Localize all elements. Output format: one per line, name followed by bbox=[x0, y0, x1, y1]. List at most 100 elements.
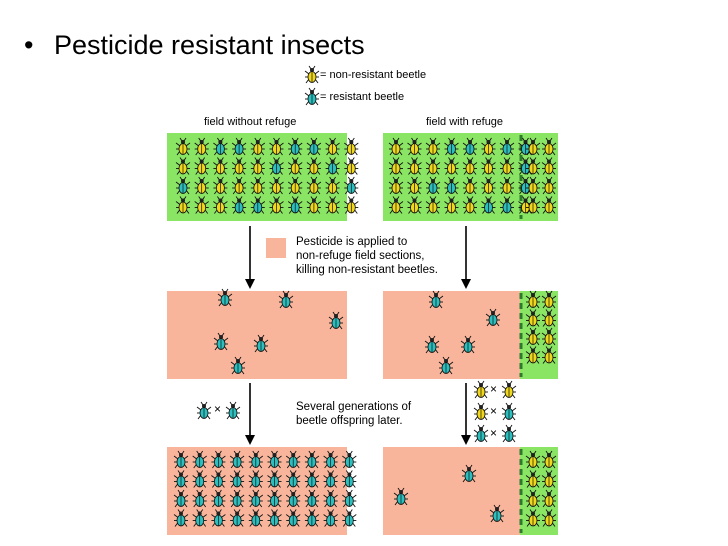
initial-right-beetle-0-6 bbox=[499, 137, 515, 156]
offspring-left-beetle-1-0 bbox=[173, 470, 189, 488]
offspring-left-beetle-2-5 bbox=[267, 489, 282, 508]
initial-left-beetle-0-3 bbox=[231, 137, 247, 156]
initial-left-beetle-1-8 bbox=[325, 157, 340, 175]
legend-resistant-beetle-icon bbox=[304, 87, 320, 106]
cross-symbol-right-3: × bbox=[490, 426, 498, 440]
initial-left-beetle-1-0 bbox=[175, 157, 191, 175]
offspring-left-beetle-1-1 bbox=[192, 470, 207, 488]
initial-right-beetle-2-4 bbox=[462, 176, 478, 195]
initial-right-beetle-2-6 bbox=[499, 176, 515, 195]
initial-left-beetle-3-5 bbox=[269, 196, 284, 214]
initial-refuge-beetle-2-1 bbox=[541, 176, 557, 195]
offspring-left-beetle-2-1 bbox=[192, 489, 207, 508]
initial-left-beetle-0-4 bbox=[250, 137, 266, 156]
initial-left-beetle-0-2 bbox=[213, 137, 228, 156]
offspring-left-beetle-2-2 bbox=[211, 489, 226, 508]
offspring-left-beetle-1-7 bbox=[304, 470, 320, 488]
cross-right-3-parent-a bbox=[473, 424, 489, 443]
cross-left-parent-b bbox=[225, 401, 241, 420]
initial-left-beetle-3-3 bbox=[231, 196, 247, 214]
survivor-left-beetle-3 bbox=[213, 332, 229, 351]
initial-left-beetle-3-0 bbox=[175, 196, 191, 214]
initial-right-beetle-0-0 bbox=[388, 137, 404, 156]
offspring-left-beetle-2-0 bbox=[173, 489, 189, 508]
initial-right-beetle-3-5 bbox=[481, 196, 496, 214]
initial-left-beetle-1-7 bbox=[306, 157, 322, 175]
cross-symbol-left: × bbox=[214, 402, 222, 416]
cross-right-1-parent-a bbox=[473, 380, 489, 399]
offspring-left-beetle-3-2 bbox=[211, 509, 226, 527]
cross-right-1-parent-b bbox=[501, 380, 517, 399]
offspring-left-beetle-0-2 bbox=[211, 450, 226, 469]
initial-right-beetle-1-0 bbox=[388, 157, 404, 175]
initial-right-beetle-3-7 bbox=[518, 196, 533, 214]
initial-right-beetle-3-1 bbox=[407, 196, 422, 214]
initial-left-beetle-2-9 bbox=[344, 176, 359, 195]
offspring-left-beetle-3-6 bbox=[285, 509, 301, 527]
refuge-bottom-beetle-0-1 bbox=[541, 450, 557, 469]
refuge-bottom-beetle-1-0 bbox=[525, 470, 541, 488]
initial-refuge-beetle-0-1 bbox=[541, 137, 557, 156]
survivor-right-beetle-4 bbox=[438, 356, 454, 375]
offspring-left-beetle-1-3 bbox=[229, 470, 245, 488]
offspring-left-beetle-2-9 bbox=[342, 489, 357, 508]
refuge-middle-beetle-2-1 bbox=[541, 327, 557, 346]
initial-refuge-beetle-3-0 bbox=[525, 196, 541, 214]
offspring-left-beetle-3-3 bbox=[229, 509, 245, 527]
offspring-left-beetle-0-8 bbox=[323, 450, 338, 469]
pesticide-note-line-1: Pesticide is applied to bbox=[296, 236, 408, 248]
offspring-left-beetle-3-9 bbox=[342, 509, 357, 527]
pesticide-note-line-2: non-refuge field sections, bbox=[296, 250, 425, 262]
initial-right-beetle-3-4 bbox=[462, 196, 478, 214]
offspring-left-beetle-3-7 bbox=[304, 509, 320, 527]
initial-left-beetle-0-8 bbox=[325, 137, 340, 156]
initial-left-beetle-1-6 bbox=[287, 157, 303, 175]
offspring-left-beetle-1-2 bbox=[211, 470, 226, 488]
initial-right-beetle-3-0 bbox=[388, 196, 404, 214]
offspring-right-beetle-0 bbox=[461, 464, 477, 483]
survivor-right-beetle-0 bbox=[428, 290, 444, 309]
offspring-left-beetle-3-0 bbox=[173, 509, 189, 527]
offspring-left-beetle-3-5 bbox=[267, 509, 282, 527]
initial-left-beetle-1-9 bbox=[344, 157, 359, 175]
offspring-left-beetle-0-7 bbox=[304, 450, 320, 469]
initial-right-beetle-1-4 bbox=[462, 157, 478, 175]
refuge-middle-beetle-0-1 bbox=[541, 290, 557, 309]
cross-right-2-parent-a bbox=[473, 402, 489, 421]
survivor-left-beetle-1 bbox=[278, 290, 294, 309]
refuge-bottom-beetle-3-1 bbox=[541, 509, 557, 527]
survivor-right-beetle-1 bbox=[485, 308, 501, 327]
bullet-icon: • bbox=[24, 30, 34, 60]
initial-refuge-beetle-2-0 bbox=[525, 176, 541, 195]
offspring-right-beetle-2 bbox=[489, 504, 505, 523]
offspring-right-beetle-1 bbox=[393, 487, 409, 506]
refuge-bottom-beetle-0-0 bbox=[525, 450, 541, 469]
survivor-left-beetle-2 bbox=[328, 311, 344, 330]
offspring-left-beetle-2-4 bbox=[248, 489, 264, 508]
initial-right-beetle-0-5 bbox=[481, 137, 496, 156]
legend-non-resistant-beetle-icon bbox=[304, 65, 320, 84]
initial-left-beetle-2-2 bbox=[213, 176, 228, 195]
slide-title-text: Pesticide resistant insects bbox=[54, 30, 365, 60]
pesticide-note: Pesticide is applied to non-refuge field… bbox=[296, 235, 438, 277]
offspring-left-beetle-1-4 bbox=[248, 470, 264, 488]
initial-refuge-beetle-1-1 bbox=[541, 157, 557, 175]
initial-left-beetle-2-7 bbox=[306, 176, 322, 195]
initial-left-beetle-0-5 bbox=[269, 137, 284, 156]
survivor-left-beetle-4 bbox=[253, 334, 269, 353]
initial-left-beetle-3-1 bbox=[194, 196, 209, 214]
initial-left-beetle-0-1 bbox=[194, 137, 209, 156]
refuge-middle-beetle-3-0 bbox=[525, 346, 541, 364]
initial-right-beetle-0-3 bbox=[444, 137, 459, 156]
initial-right-beetle-2-0 bbox=[388, 176, 404, 195]
offspring-left-beetle-0-5 bbox=[267, 450, 282, 469]
initial-refuge-beetle-3-1 bbox=[541, 196, 557, 214]
offspring-left-beetle-1-9 bbox=[342, 470, 357, 488]
initial-left-beetle-2-6 bbox=[287, 176, 303, 195]
initial-left-beetle-3-8 bbox=[325, 196, 340, 214]
initial-left-beetle-2-3 bbox=[231, 176, 247, 195]
legend-resistant-label: = resistant beetle bbox=[320, 91, 405, 103]
offspring-left-beetle-0-3 bbox=[229, 450, 245, 469]
initial-left-beetle-1-2 bbox=[213, 157, 228, 175]
